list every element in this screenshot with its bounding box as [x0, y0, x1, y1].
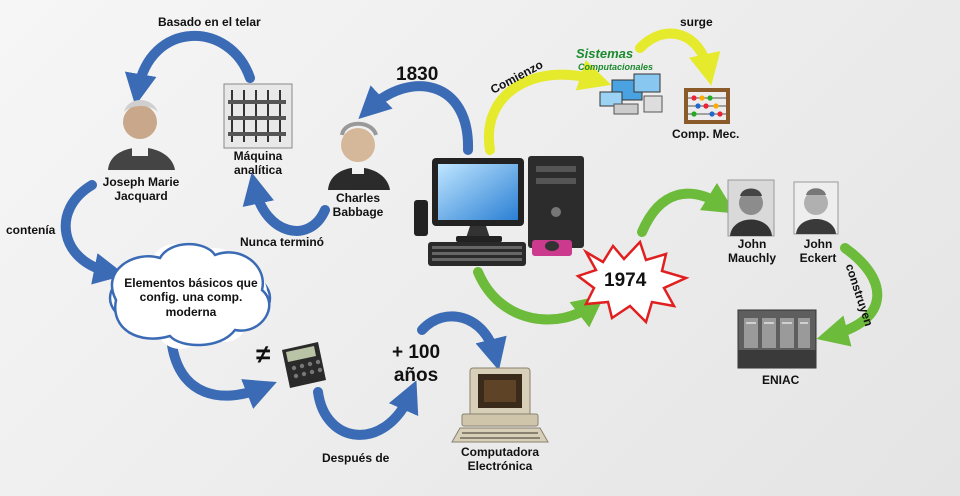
arrow-construyen	[816, 243, 883, 347]
arrow-surge	[635, 28, 721, 86]
jacquard-portrait-icon	[108, 100, 175, 170]
arrow-to-1974	[473, 267, 605, 328]
label-1830: 1830	[396, 64, 439, 85]
arrow-contenia	[60, 180, 126, 285]
label-compmec: Comp. Mec.	[672, 127, 740, 141]
retro-computer-icon	[451, 367, 549, 443]
network-computers-icon	[599, 73, 663, 115]
cloud-elementos-text: Elementos básicos que config. una comp. …	[124, 276, 258, 319]
label-babbage: Charles Babbage	[332, 191, 384, 219]
label-computadora: Computadora Electrónica	[461, 445, 539, 473]
label-eniac: ENIAC	[762, 373, 800, 387]
label-mauchly: John Mauchly	[727, 237, 776, 265]
arrow-nunca	[242, 172, 330, 236]
eniac-photo-icon	[737, 309, 817, 369]
eckert-portrait-icon	[793, 181, 839, 235]
arrow-to-scientists	[637, 182, 736, 237]
label-1974: 1974	[604, 270, 647, 291]
label-surge: surge	[680, 15, 713, 29]
label-basado: Basado en el telar	[158, 15, 261, 29]
label-jacquard: Joseph Marie Jacquard	[102, 175, 180, 203]
label-despues: Después de	[322, 451, 390, 465]
label-sistemas: Sistemas	[576, 46, 634, 61]
arrow-1830	[358, 81, 474, 155]
arrow-comienzo	[483, 59, 612, 155]
label-contenia: contenía	[6, 223, 56, 237]
label-maquina: Máquina analítica	[233, 149, 283, 177]
abacus-icon	[684, 88, 730, 124]
not-equal-symbol: ≠	[256, 339, 271, 369]
label-eckert: John Eckert	[799, 237, 837, 265]
analytical-engine-icon	[223, 83, 293, 149]
arrow-basado	[124, 30, 255, 106]
label-nunca: Nunca terminó	[240, 235, 325, 249]
calculator-icon	[282, 342, 326, 388]
starburst-1974	[575, 239, 690, 325]
label-computacionales: Computacionales	[578, 62, 654, 72]
arrow-mas100	[417, 311, 507, 371]
arrow-to-calculator	[167, 340, 277, 409]
mauchly-portrait-icon	[727, 179, 775, 237]
label-mas100: + 100 años	[391, 342, 441, 386]
arrow-despues	[313, 380, 419, 440]
babbage-portrait-icon	[328, 121, 390, 190]
desktop-computer-icon	[414, 156, 584, 266]
